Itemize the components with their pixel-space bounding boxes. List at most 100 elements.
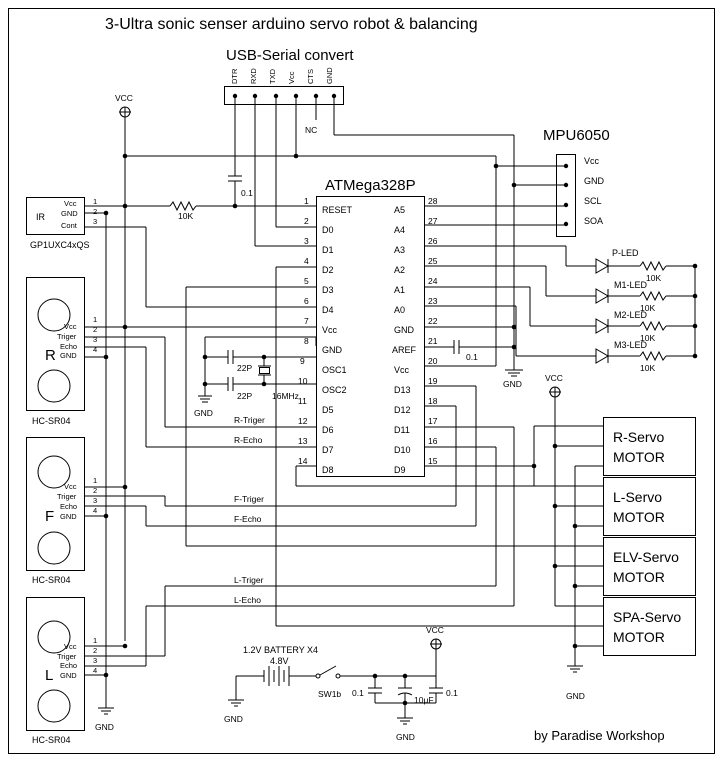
svg-text:M1-LED: M1-LED: [614, 280, 648, 290]
svg-text:14: 14: [298, 456, 308, 466]
mcu-left-pin-numbers: 1 2 3 4 5 6 7 8 9 10 11 12 13 14: [298, 196, 309, 466]
svg-text:2: 2: [93, 646, 97, 655]
svg-text:M2-LED: M2-LED: [614, 310, 648, 320]
svg-text:3: 3: [93, 656, 97, 665]
m2-led-icon: M2-LED 10K: [595, 310, 695, 343]
svg-text:Vcc: Vcc: [64, 199, 77, 208]
svg-text:VCC: VCC: [426, 625, 444, 635]
svg-text:GND: GND: [60, 351, 77, 360]
svg-text:Vcc: Vcc: [584, 156, 600, 166]
svg-text:GND: GND: [194, 408, 213, 418]
svg-text:D8: D8: [322, 465, 334, 475]
svg-text:2: 2: [93, 486, 97, 495]
svg-text:SCL: SCL: [584, 196, 602, 206]
mcu-right-pin-numbers: 28 27 26 25 24 23 22 21 20 19 18 17 16 1…: [428, 196, 438, 466]
svg-text:R-Triger: R-Triger: [234, 415, 265, 425]
svg-text:A3: A3: [394, 245, 405, 255]
svg-text:Cont: Cont: [61, 221, 78, 230]
svg-text:VCC: VCC: [545, 373, 563, 383]
svg-text:SPA-Servo: SPA-Servo: [613, 609, 681, 625]
svg-text:15: 15: [428, 456, 438, 466]
credit-text: by Paradise Workshop: [534, 728, 665, 743]
svg-text:D10: D10: [394, 445, 411, 455]
svg-text:R-Servo: R-Servo: [613, 429, 665, 445]
svg-text:23: 23: [428, 296, 438, 306]
svg-text:2: 2: [93, 325, 97, 334]
usb-title: USB-Serial convert: [226, 47, 354, 64]
svg-text:M3-LED: M3-LED: [614, 340, 648, 350]
svg-text:4: 4: [93, 666, 97, 675]
svg-text:HC-SR04: HC-SR04: [32, 416, 71, 426]
svg-text:10K: 10K: [646, 273, 661, 283]
svg-text:25: 25: [428, 256, 438, 266]
diagram-title: 3-Ultra sonic senser arduino servo robot…: [105, 16, 478, 33]
svg-text:0.1: 0.1: [241, 188, 253, 198]
svg-text:D9: D9: [394, 465, 406, 475]
svg-text:6: 6: [304, 296, 309, 306]
svg-text:D2: D2: [322, 265, 334, 275]
svg-text:F-Triger: F-Triger: [234, 494, 264, 504]
svg-text:A1: A1: [394, 285, 405, 295]
junction-dots: [103, 153, 698, 678]
sonar-f: F Vcc Triger Echo GND 1 2 3 4 HC-SR04: [26, 437, 97, 585]
svg-text:GND: GND: [60, 512, 77, 521]
svg-text:OSC2: OSC2: [322, 385, 347, 395]
svg-text:1: 1: [304, 196, 309, 206]
ir-receiver-module: IR Vcc GND Cont 1 2 3 GP1UXC4xQS: [26, 197, 97, 250]
svg-text:D1: D1: [322, 245, 334, 255]
m3-led-icon: M3-LED 10K: [595, 340, 695, 373]
svg-text:D0: D0: [322, 225, 334, 235]
svg-text:2: 2: [304, 216, 309, 226]
svg-text:D5: D5: [322, 405, 334, 415]
svg-text:GND: GND: [325, 67, 334, 84]
svg-text:L: L: [45, 667, 53, 684]
svg-text:16MHz: 16MHz: [272, 391, 299, 401]
svg-text:Echo: Echo: [60, 502, 77, 511]
svg-text:L-Servo: L-Servo: [613, 489, 662, 505]
svg-text:0.1: 0.1: [446, 688, 458, 698]
svg-text:0.1: 0.1: [466, 352, 478, 362]
svg-text:RESET: RESET: [322, 205, 353, 215]
svg-text:18: 18: [428, 396, 438, 406]
svg-text:17: 17: [428, 416, 438, 426]
svg-text:Vcc: Vcc: [64, 642, 77, 651]
svg-text:HC-SR04: HC-SR04: [32, 575, 71, 585]
svg-text:GND: GND: [95, 722, 114, 732]
svg-text:5: 5: [304, 276, 309, 286]
svg-text:HC-SR04: HC-SR04: [32, 735, 71, 745]
usb-pin-labels: DTR RXD TXD Vcc CTS GND: [230, 67, 334, 84]
svg-text:D12: D12: [394, 405, 411, 415]
servo-motors: R-Servo MOTOR L-Servo MOTOR ELV-Servo MO…: [603, 417, 696, 656]
svg-text:22P: 22P: [237, 391, 252, 401]
battery-circuit: 1.2V BATTERY X4 4.8V GND SW1b 0.1 10μF: [224, 625, 458, 742]
ir-part-label: GP1UXC4xQS: [30, 240, 90, 250]
svg-text:GND: GND: [503, 379, 522, 389]
svg-text:ELV-Servo: ELV-Servo: [613, 549, 679, 565]
svg-text:GND: GND: [322, 345, 343, 355]
svg-text:OSC1: OSC1: [322, 365, 347, 375]
svg-text:L-Echo: L-Echo: [234, 595, 261, 605]
svg-text:0.1: 0.1: [352, 688, 364, 698]
svg-text:D6: D6: [322, 425, 334, 435]
svg-text:L-Triger: L-Triger: [234, 575, 264, 585]
wiring: GND 10K 0.1 GND: [85, 96, 696, 732]
svg-text:Vcc: Vcc: [322, 325, 338, 335]
svg-text:GND: GND: [224, 714, 243, 724]
svg-text:Triger: Triger: [57, 492, 77, 501]
svg-text:GND: GND: [61, 209, 78, 218]
svg-text:16: 16: [428, 436, 438, 446]
svg-text:Vcc: Vcc: [287, 71, 296, 84]
svg-text:2: 2: [93, 207, 97, 216]
svg-text:3: 3: [304, 236, 309, 246]
svg-text:10K: 10K: [640, 333, 655, 343]
svg-text:A2: A2: [394, 265, 405, 275]
svg-text:28: 28: [428, 196, 438, 206]
svg-text:3: 3: [93, 217, 97, 226]
svg-text:Echo: Echo: [60, 342, 77, 351]
p-led-icon: P-LED 10K: [595, 248, 695, 283]
svg-text:TXD: TXD: [268, 68, 277, 84]
svg-text:MOTOR: MOTOR: [613, 569, 665, 585]
leds: P-LED 10K M1-LED 10K M2-LED 10K: [595, 248, 695, 373]
usb-serial-connector: USB-Serial convert DTR RXD TXD Vcc CTS G…: [224, 47, 354, 135]
svg-text:Triger: Triger: [57, 332, 77, 341]
